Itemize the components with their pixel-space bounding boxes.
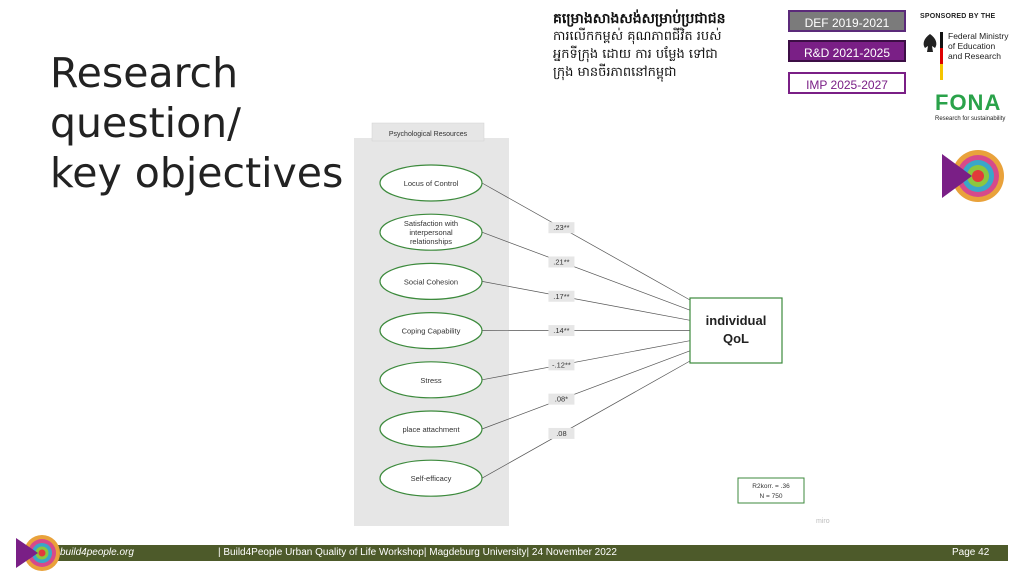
predictor-ellipse [379,361,483,399]
coefficient-label: .14** [553,326,569,335]
coefficient-badge [548,325,575,337]
predictor-label: Stress [420,376,442,385]
path-arrow [481,231,691,311]
path-arrow [481,281,691,321]
project-title-khmer: គម្រោងសាងសង់សម្រាប់ប្រជាជន ការលើកកម្ពស់ … [553,10,783,82]
outcome-line: QoL [723,331,749,346]
phase-rd-box: R&D 2021-2025 [788,40,906,62]
build4people-target-icon [942,150,1004,202]
predictor-label: interpersonal [409,228,453,237]
khmer-title: គម្រោងសាងសង់សម្រាប់ប្រជាជន [553,11,726,27]
coefficient-label: .23** [553,223,569,232]
predictor-ellipse [379,262,483,300]
predictor-ellipse [379,410,483,448]
connector-lines [481,182,691,479]
bmbf-logo [923,32,943,80]
panel-label: Psychological Resources [389,131,468,138]
slide-title: Research question/ key objectives [50,49,344,197]
predictor-label: Satisfaction with [404,219,458,228]
outcome-line: individual [706,313,767,328]
footer-info: | Build4People Urban Quality of Life Wor… [218,547,617,558]
coefficient-label: .17** [553,292,569,301]
fona-subtitle: Research for sustainability [935,116,1006,122]
coefficient-badge [548,359,575,371]
coefficient-label: .21** [553,257,569,266]
coefficient-badge [548,393,575,405]
bmbf-name: Federal Ministry of Education and Resear… [948,31,1008,61]
flag-gold [940,64,943,80]
khmer-line: អ្នកទីក្រុង ដោយ ការ បម្លែង ទៅជា [553,47,718,62]
eagle-icon [923,34,937,52]
bmbf-line: and Research [948,51,1001,61]
path-arrow [481,182,691,301]
phase-imp-box: IMP 2025-2027 [788,72,906,94]
predictor-ellipse [379,213,483,251]
outcome-box [689,297,783,364]
predictor-ellipse [379,164,483,202]
khmer-line: ការលើកកម្ពស់ គុណភាពជីវិត របស់ [553,29,722,44]
coefficient-label: .08* [555,395,568,404]
path-diagram: Psychological Resources .23** .21** .17**.… [354,122,805,526]
footer-site: build4people.org [60,547,134,558]
predictor-label: relationships [410,237,452,246]
stats-line: N = 750 [760,493,783,500]
bmbf-line: Federal Ministry [948,31,1009,41]
predictor-label: Self-efficacy [411,474,452,483]
predictor-label: Locus of Control [404,179,459,188]
coefficient-label: -.12** [552,360,571,369]
footer-target-icon [16,535,60,571]
flag-red [940,48,943,64]
bmbf-line: of Education [948,41,996,51]
path-arrow [481,340,691,381]
predictor-label: Coping Capability [402,327,461,336]
phase-def-box: DEF 2019-2021 [788,10,906,32]
predictor-label: Social Cohesion [404,277,458,286]
coefficient-badge [548,290,575,302]
panel-label-tab [371,122,485,142]
coefficient-badge [548,256,575,268]
coefficient-label: .08 [556,429,566,438]
khmer-line: ក្រុង មានចីរភាពនៅកម្ពុជា [553,65,677,80]
footer-bar [30,545,1008,561]
stats-line: R2korr. = .36 [752,483,790,490]
miro-watermark: miro [816,518,830,525]
footer-page-number: Page 42 [952,547,990,558]
coefficient-badge [548,222,575,234]
stats-box [737,477,805,504]
predictor-ellipse [379,312,483,350]
path-arrow [481,350,691,430]
fona-logo: FONA [935,90,1002,115]
coefficient-labels: .23** .21** .17** .14** -.12** .08* .08 [548,222,575,439]
flag-black [940,32,943,48]
sponsor-label: SPONSORED BY THE [920,13,996,20]
coefficient-badge [548,427,575,439]
predictor-ellipse [379,459,483,497]
predictor-label: place attachment [402,425,460,434]
path-arrow [481,360,691,479]
